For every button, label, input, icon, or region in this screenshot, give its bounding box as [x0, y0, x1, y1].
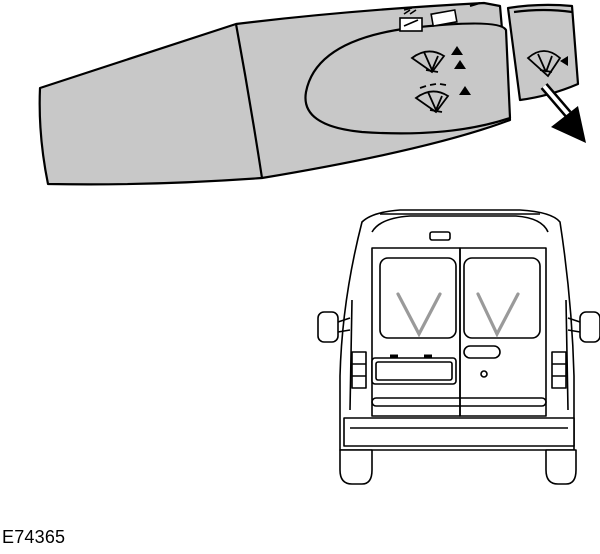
licence-plate	[371, 357, 457, 385]
rear-washer-icon	[399, 2, 481, 32]
figure-reference-code: E74365	[2, 527, 66, 547]
brake-light	[429, 231, 451, 241]
intermittent-wiper-icon	[414, 83, 471, 114]
left-wheel	[339, 449, 373, 485]
rear-bumper	[343, 417, 575, 447]
left-wiper-arm	[396, 292, 442, 338]
right-tail-light	[551, 351, 567, 389]
front-wiper-icon	[410, 46, 466, 74]
right-rear-window	[463, 257, 541, 339]
left-mirror	[317, 311, 339, 343]
rear-wiper-icon	[526, 50, 568, 78]
push-direction-arrow-icon	[540, 83, 586, 143]
van-roof-line	[371, 215, 549, 233]
left-tail-light	[351, 351, 367, 389]
right-mirror	[579, 311, 600, 343]
door-lock	[480, 370, 488, 378]
van-rear-view	[317, 209, 600, 485]
right-wiper-arm	[476, 292, 520, 338]
right-door	[459, 247, 547, 417]
door-handle	[463, 345, 501, 359]
rear-wiper-arms	[396, 292, 520, 338]
right-wheel	[545, 449, 577, 485]
wiper-stalk	[38, 1, 580, 186]
stalk-end-cap-edge	[513, 8, 573, 14]
stalk-segment-line	[234, 23, 264, 179]
left-rear-window	[379, 257, 457, 339]
van-side-edges	[349, 299, 569, 411]
